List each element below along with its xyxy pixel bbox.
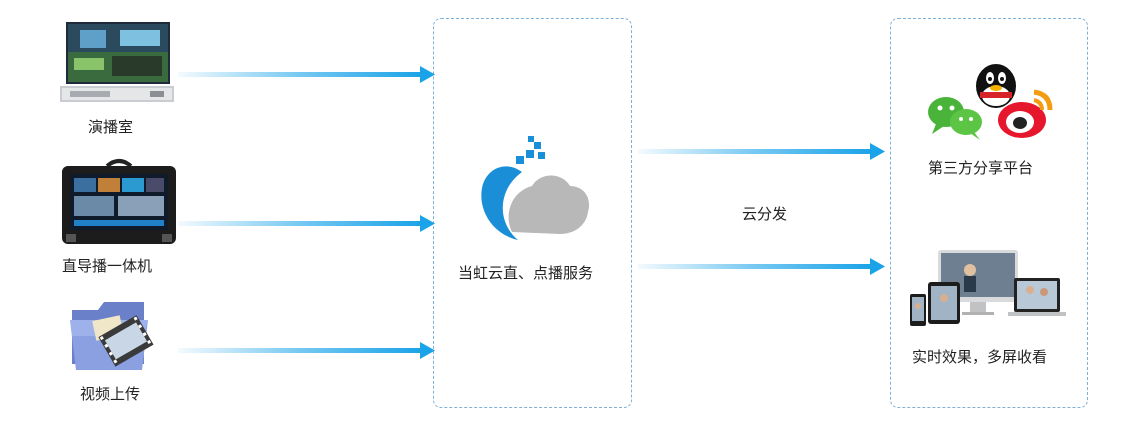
center-label: 当虹云直、点播服务 — [458, 264, 594, 282]
target-label-social: 第三方分享平台 — [928, 159, 1034, 177]
source-label-studio: 演播室 — [88, 118, 134, 136]
source-label-console: 直导播一体机 — [62, 257, 153, 275]
cloud-service-box — [433, 18, 632, 408]
arrow-cloud-to-devices — [638, 258, 885, 275]
targets-box — [890, 18, 1088, 408]
distribution-label: 云分发 — [742, 205, 788, 223]
multi-screen-devices-icon — [910, 250, 1066, 326]
social-platforms-icon — [928, 64, 1053, 140]
arrow-upload-to-cloud — [178, 342, 435, 359]
arrow-cloud-to-social — [638, 143, 885, 160]
portable-director-console-icon — [62, 159, 176, 244]
video-folder-icon — [70, 302, 154, 370]
target-label-devices: 实时效果，多屏收看 — [912, 348, 1048, 366]
arrow-studio-to-cloud — [178, 66, 435, 83]
cloud-logo-icon — [481, 136, 590, 240]
arrow-console-to-cloud — [178, 215, 435, 232]
source-label-upload: 视频上传 — [80, 385, 141, 403]
studio-server-icon — [60, 22, 174, 102]
